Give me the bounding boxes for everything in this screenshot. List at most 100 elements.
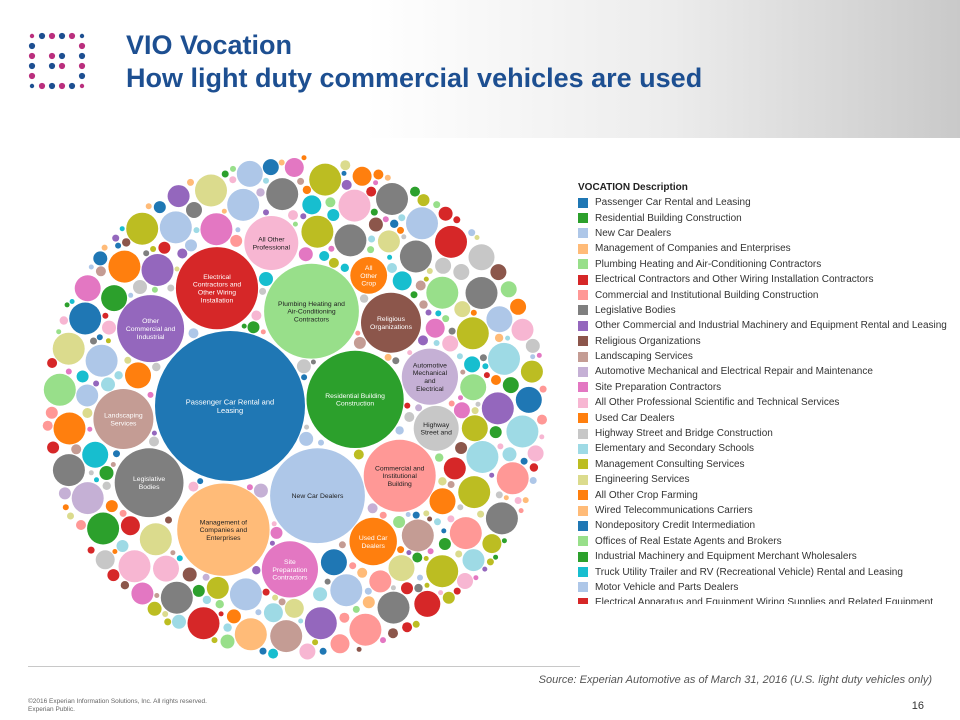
filler-bubble <box>423 276 429 282</box>
vocation-bubble <box>244 216 299 270</box>
filler-bubble <box>263 209 269 216</box>
filler-bubble <box>505 335 511 341</box>
filler-bubble <box>159 211 192 244</box>
filler-bubble <box>221 170 229 178</box>
filler-bubble <box>474 235 480 240</box>
filler-bubble <box>299 643 316 660</box>
filler-bubble <box>93 380 100 387</box>
filler-bubble <box>301 215 334 248</box>
logo-dot <box>29 83 35 89</box>
filler-bubble <box>419 300 428 309</box>
filler-bubble <box>313 587 328 602</box>
legend-label: Wired Telecommunications Carriers <box>595 505 753 516</box>
filler-bubble <box>47 441 60 454</box>
filler-bubble <box>76 370 89 383</box>
filler-bubble <box>113 450 120 458</box>
filler-bubble <box>112 549 118 554</box>
legend-swatch <box>578 366 588 377</box>
classification-line: Experian Public. <box>28 705 75 713</box>
legend-swatch <box>578 490 588 501</box>
filler-bubble <box>52 332 85 365</box>
filler-bubble <box>87 546 95 554</box>
filler-bubble <box>501 538 507 544</box>
legend-label: Industrial Machinery and Equipment Merch… <box>595 551 857 563</box>
filler-bubble <box>126 212 159 245</box>
filler-bubble <box>300 213 307 220</box>
filler-bubble <box>387 254 393 260</box>
filler-bubble <box>401 582 413 595</box>
filler-bubble <box>339 612 350 623</box>
logo-dot <box>48 82 56 90</box>
filler-bubble <box>268 648 279 659</box>
filler-bubble <box>426 268 433 274</box>
legend-swatch <box>578 551 588 562</box>
filler-bubble <box>482 534 502 554</box>
filler-bubble <box>288 210 298 221</box>
filler-bubble <box>131 582 154 605</box>
logo-dot <box>28 72 36 80</box>
filler-bubble <box>443 457 466 480</box>
legend-label: Commercial and Institutional Building Co… <box>595 289 819 301</box>
filler-bubble <box>410 291 418 299</box>
legend-label: All Other Crop Farming <box>595 489 698 501</box>
filler-bubble <box>116 540 129 552</box>
legend-swatch <box>578 259 588 270</box>
filler-bubble <box>489 472 495 478</box>
logo-dot <box>28 52 36 60</box>
filler-bubble <box>206 576 229 599</box>
filler-bubble <box>298 618 304 624</box>
filler-bubble <box>464 356 481 373</box>
filler-bubble <box>390 219 399 228</box>
filler-bubble <box>197 478 204 485</box>
filler-bubble <box>174 266 180 272</box>
filler-bubble <box>506 415 539 448</box>
filler-bubble <box>223 623 232 632</box>
legend-swatch <box>578 274 588 285</box>
legend-swatch <box>578 474 588 485</box>
legend-item: New Car Dealers <box>578 226 960 241</box>
logo-dot <box>79 33 85 39</box>
filler-bubble <box>427 548 434 555</box>
slide-title: VIO Vocation <box>126 30 293 60</box>
vocation-bubble <box>117 295 185 363</box>
legend-swatch <box>578 243 588 254</box>
filler-bubble <box>328 257 339 268</box>
filler-bubble <box>338 541 346 549</box>
filler-bubble <box>149 436 159 447</box>
filler-bubble <box>397 546 405 554</box>
logo-dot <box>68 32 76 40</box>
filler-bubble <box>241 323 247 329</box>
filler-bubble <box>141 254 174 286</box>
legend-item: Commercial and Institutional Building Co… <box>578 287 960 302</box>
legend-item: Plumbing Heating and Air-Conditioning Co… <box>578 257 960 272</box>
filler-bubble <box>105 500 118 513</box>
filler-bubble <box>246 484 253 491</box>
filler-bubble <box>330 634 350 654</box>
logo-dot <box>58 62 66 70</box>
logo-dot <box>29 33 35 39</box>
filler-bubble <box>415 404 423 412</box>
legend-label: Nondepository Credit Intermediation <box>595 520 756 532</box>
filler-bubble <box>448 327 456 335</box>
filler-bubble <box>105 338 111 344</box>
legend-swatch <box>578 197 588 208</box>
vocation-bubble <box>177 483 270 576</box>
legend-item: Management Consulting Services <box>578 457 960 472</box>
filler-bubble <box>200 213 233 246</box>
filler-bubble <box>95 266 106 277</box>
filler-bubble <box>435 225 467 258</box>
filler-bubble <box>76 384 99 407</box>
filler-bubble <box>454 301 471 318</box>
filler-bubble <box>230 234 243 247</box>
filler-bubble <box>379 511 387 519</box>
legend-swatch <box>578 213 588 224</box>
filler-bubble <box>74 275 101 302</box>
filler-bubble <box>466 441 499 473</box>
filler-bubble <box>357 567 368 578</box>
filler-bubble <box>434 518 441 526</box>
vocation-bubble <box>261 541 318 598</box>
